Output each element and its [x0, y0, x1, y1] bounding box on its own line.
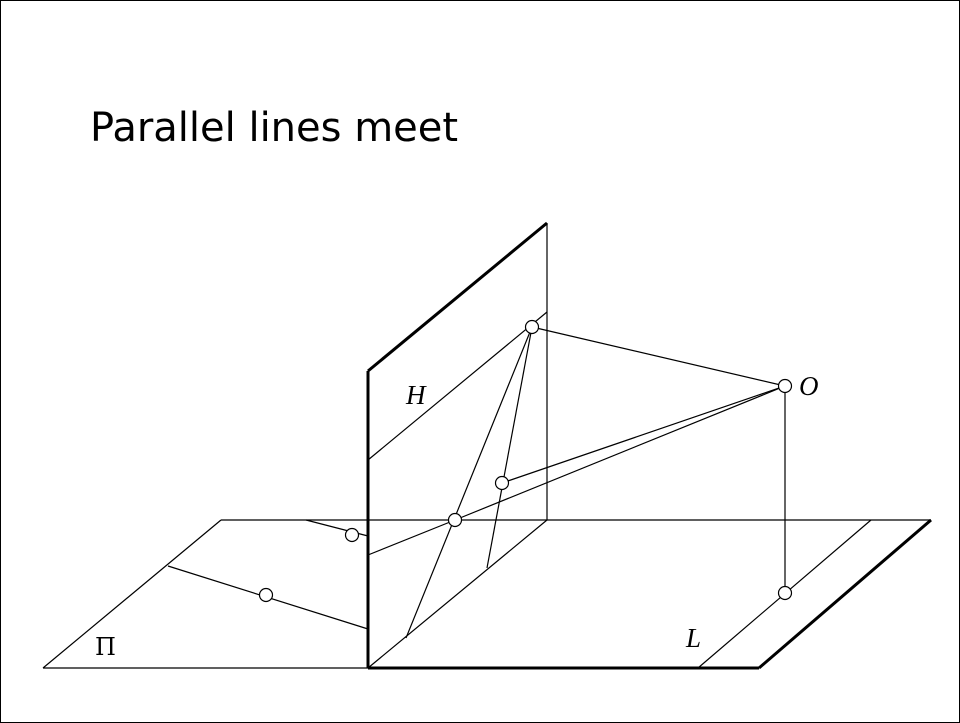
parallel-lines [167, 519, 369, 630]
label-pi: Π [95, 633, 116, 661]
projection-line-o-upper [501, 385, 786, 484]
ground-plane-left-edge [42, 519, 222, 669]
image-point-lower [447, 512, 463, 528]
image-line-right [486, 326, 533, 569]
projection-line-lower-cont [367, 519, 456, 556]
ground-line-foot-point [777, 585, 793, 601]
label-l: L [685, 623, 701, 653]
image-lines [405, 326, 533, 639]
image-point-upper [494, 475, 510, 491]
image-line-left [405, 326, 533, 639]
label-o: O [799, 371, 819, 401]
vanishing-point [524, 319, 540, 335]
horizon-line [367, 311, 548, 461]
points [258, 319, 793, 603]
label-h: H [405, 380, 427, 410]
picture-plane-bottom-edge [367, 519, 548, 669]
projection-lines [367, 326, 786, 593]
ground-plane [42, 519, 931, 669]
ground-point-upper [344, 527, 360, 543]
center-of-projection-point [777, 378, 793, 394]
projection-line-o-lower [454, 385, 786, 521]
ground-point-lower [258, 587, 274, 603]
picture-plane-top-edge [367, 221, 548, 373]
ground-plane-right-edge-thick [758, 518, 932, 670]
projection-line-o-vanishing [531, 326, 786, 387]
picture-plane [366, 221, 548, 669]
slide-title: Parallel lines meet [90, 105, 459, 151]
